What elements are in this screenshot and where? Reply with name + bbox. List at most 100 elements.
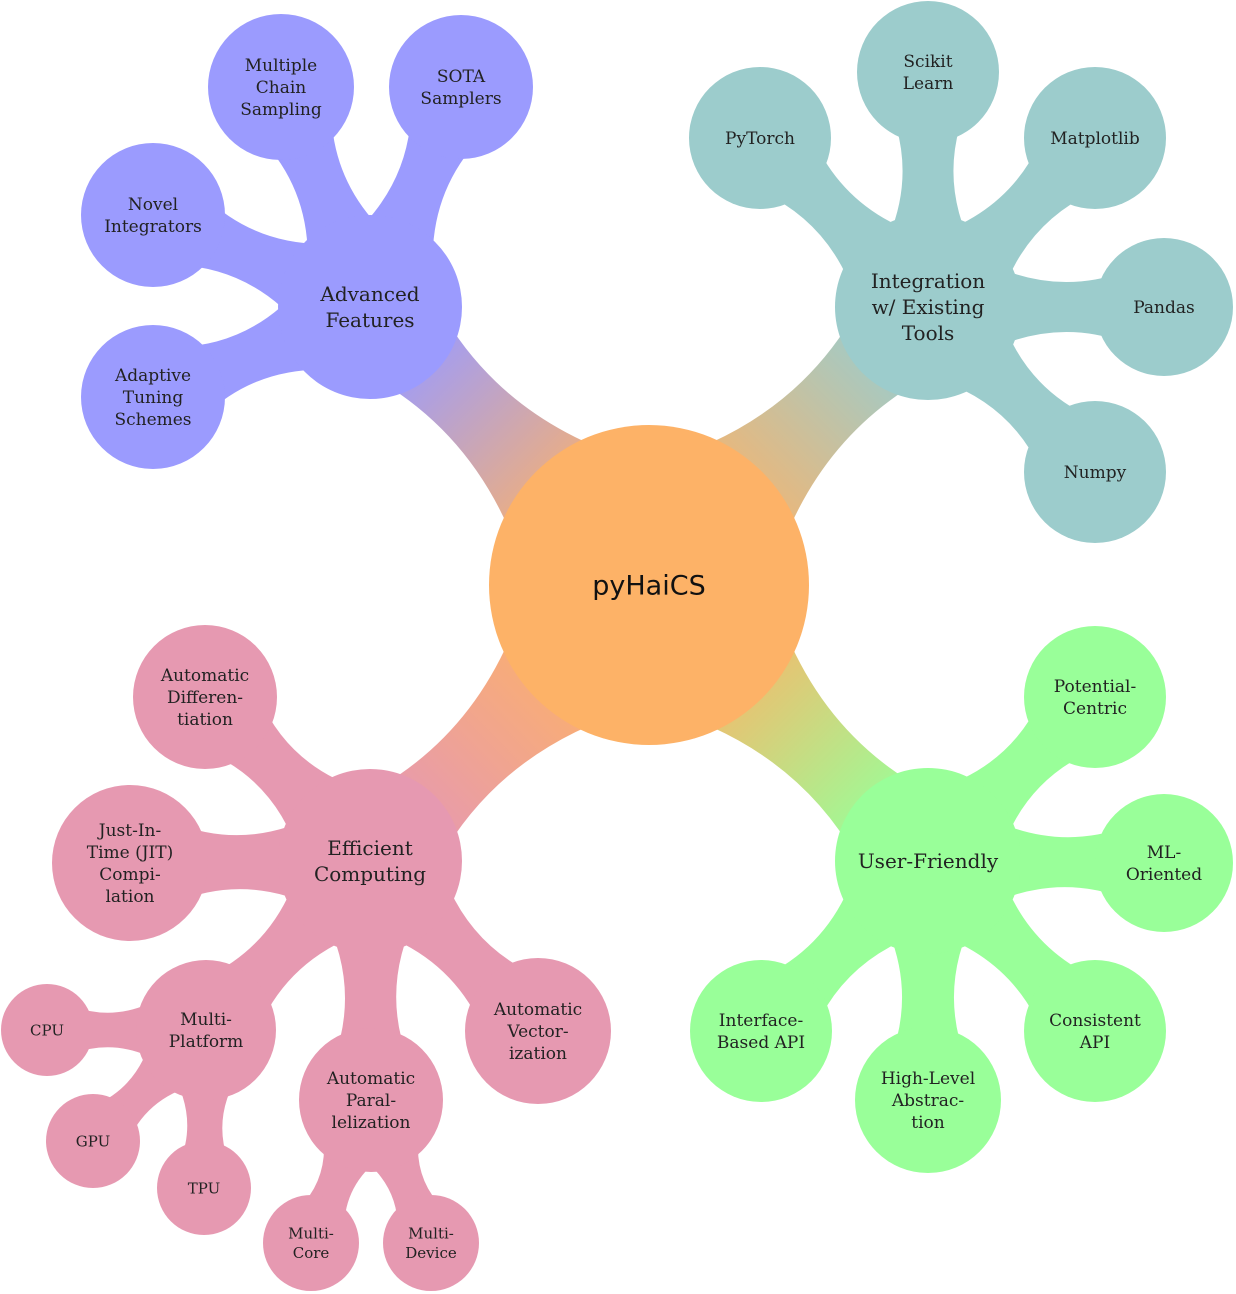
leaf-label-pandas-line: Pandas xyxy=(1133,298,1195,318)
leaf-label-multi-core-line: Multi- xyxy=(288,1225,334,1243)
leaf-label-ml-oriented-line: Oriented xyxy=(1126,865,1202,885)
leaf-node-high-level-abstraction xyxy=(855,1027,1001,1173)
leaf-label-potential-centric: Potential-Centric xyxy=(1054,677,1136,719)
leaf-node-novel-integrators xyxy=(81,143,225,287)
leaf-label-pandas: Pandas xyxy=(1133,298,1195,318)
leaf-label-automatic-differentiation-line: Automatic xyxy=(160,666,249,686)
leaf-label-multi-device-line: Multi- xyxy=(408,1225,454,1243)
leaf-node-sota-samplers xyxy=(389,15,533,159)
branch-node-userfriendly xyxy=(835,768,1021,954)
leaf-label-ml-oriented: ML-Oriented xyxy=(1126,843,1202,885)
leaf-label-automatic-vectorization-line: ization xyxy=(509,1044,567,1064)
leaf-label-adaptive-tuning-schemes-line: Tuning xyxy=(123,388,184,408)
leaf-label-multi-platform: Multi-Platform xyxy=(169,1010,244,1052)
root-node xyxy=(489,425,809,745)
leaf-label-consistent-api-line: Consistent xyxy=(1049,1011,1141,1031)
leaf-node-adaptive-tuning-schemes xyxy=(81,325,225,469)
leaf-label-high-level-abstraction-line: Abstrac- xyxy=(891,1091,964,1111)
branch-label-userfriendly-line: User-Friendly xyxy=(858,849,999,873)
leaf-node-numpy xyxy=(1024,401,1166,543)
leaf-label-just-in-time-jit-compilation-line: Compi- xyxy=(99,865,160,885)
leaf-node-potential-centric xyxy=(1024,626,1166,768)
leaf-node-multi-platform xyxy=(136,960,276,1100)
leaf-label-multi-platform-line: Platform xyxy=(169,1032,244,1052)
leaf-label-consistent-api-line: API xyxy=(1079,1033,1110,1053)
leaf-label-numpy-line: Numpy xyxy=(1064,463,1127,483)
leaf-label-high-level-abstraction-line: tion xyxy=(911,1113,945,1133)
leaf-label-interface-based-api-line: Interface- xyxy=(719,1011,803,1031)
leaf-label-just-in-time-jit-compilation: Just-In-Time (JIT)Compi-lation xyxy=(87,821,174,907)
branch-label-efficient-line: Efficient xyxy=(327,836,413,860)
leaf-label-tpu-line: TPU xyxy=(188,1179,220,1197)
leaf-node-cpu xyxy=(1,984,93,1076)
leaf-label-scikit-learn-line: Scikit xyxy=(903,52,952,72)
leaf-node-multi-device xyxy=(383,1195,479,1291)
leaf-label-adaptive-tuning-schemes-line: Schemes xyxy=(114,410,191,430)
leaf-label-automatic-vectorization-line: Vector- xyxy=(506,1022,568,1042)
leaf-node-scikit-learn xyxy=(857,1,999,143)
leaf-node-automatic-parallelization xyxy=(299,1028,443,1172)
leaf-node-multi-core xyxy=(263,1195,359,1291)
leaf-label-matplotlib: Matplotlib xyxy=(1050,129,1140,149)
leaf-label-multi-device-line: Device xyxy=(405,1244,457,1262)
leaf-node-automatic-differentiation xyxy=(133,625,277,769)
leaf-label-sota-samplers-line: SOTA xyxy=(437,67,486,87)
leaf-node-gpu xyxy=(46,1094,140,1188)
leaf-label-automatic-parallelization-line: Automatic xyxy=(326,1069,415,1089)
branch-node-efficient xyxy=(278,769,462,953)
leaf-label-automatic-differentiation-line: tiation xyxy=(177,710,233,730)
leaf-node-multiple-chain-sampling xyxy=(208,14,354,160)
leaf-label-novel-integrators-line: Novel xyxy=(128,195,178,215)
leaf-label-potential-centric-line: Centric xyxy=(1063,699,1127,719)
leaf-label-cpu: CPU xyxy=(30,1021,64,1039)
branch-label-integration-line: Tools xyxy=(902,321,955,345)
leaf-label-scikit-learn-line: Learn xyxy=(903,74,954,94)
branch-label-advanced-line: Advanced xyxy=(319,282,419,306)
leaf-label-sota-samplers-line: Samplers xyxy=(420,89,501,109)
leaf-label-matplotlib-line: Matplotlib xyxy=(1050,129,1140,149)
leaf-label-interface-based-api: Interface-Based API xyxy=(717,1011,805,1053)
branch-node-advanced xyxy=(278,215,462,399)
branch-node-integration xyxy=(835,214,1021,400)
leaf-label-just-in-time-jit-compilation-line: lation xyxy=(105,887,154,907)
leaf-label-multi-core: Multi-Core xyxy=(288,1225,334,1263)
leaf-label-gpu: GPU xyxy=(76,1132,110,1150)
root-label: pyHaiCS xyxy=(592,571,705,602)
leaf-label-automatic-vectorization-line: Automatic xyxy=(493,1000,582,1020)
leaf-node-pytorch xyxy=(689,67,831,209)
branch-label-integration-line: Integration xyxy=(871,269,985,293)
leaf-label-pytorch: PyTorch xyxy=(725,129,795,149)
leaf-node-pandas xyxy=(1095,238,1233,376)
leaf-label-tpu: TPU xyxy=(188,1179,220,1197)
leaf-label-automatic-parallelization-line: Paral- xyxy=(346,1091,396,1111)
leaf-label-multi-core-line: Core xyxy=(293,1244,330,1262)
leaf-label-high-level-abstraction-line: High-Level xyxy=(881,1069,975,1089)
root-label-line: pyHaiCS xyxy=(592,571,705,602)
leaf-node-consistent-api xyxy=(1024,960,1166,1102)
leaf-node-automatic-vectorization xyxy=(465,958,611,1104)
branch-label-efficient-line: Computing xyxy=(314,862,426,886)
leaf-label-just-in-time-jit-compilation-line: Time (JIT) xyxy=(87,843,174,863)
leaf-node-just-in-time-jit-compilation xyxy=(52,785,208,941)
leaf-label-multiple-chain-sampling-line: Chain xyxy=(256,78,307,98)
leaf-node-interface-based-api xyxy=(690,960,832,1102)
leaf-label-ml-oriented-line: ML- xyxy=(1147,843,1181,863)
leaf-label-pytorch-line: PyTorch xyxy=(725,129,795,149)
leaf-node-tpu xyxy=(157,1141,251,1235)
leaf-label-gpu-line: GPU xyxy=(76,1132,110,1150)
branch-label-integration-line: w/ Existing xyxy=(872,295,985,319)
leaf-label-just-in-time-jit-compilation-line: Just-In- xyxy=(97,821,161,841)
leaf-label-adaptive-tuning-schemes-line: Adaptive xyxy=(114,366,191,386)
